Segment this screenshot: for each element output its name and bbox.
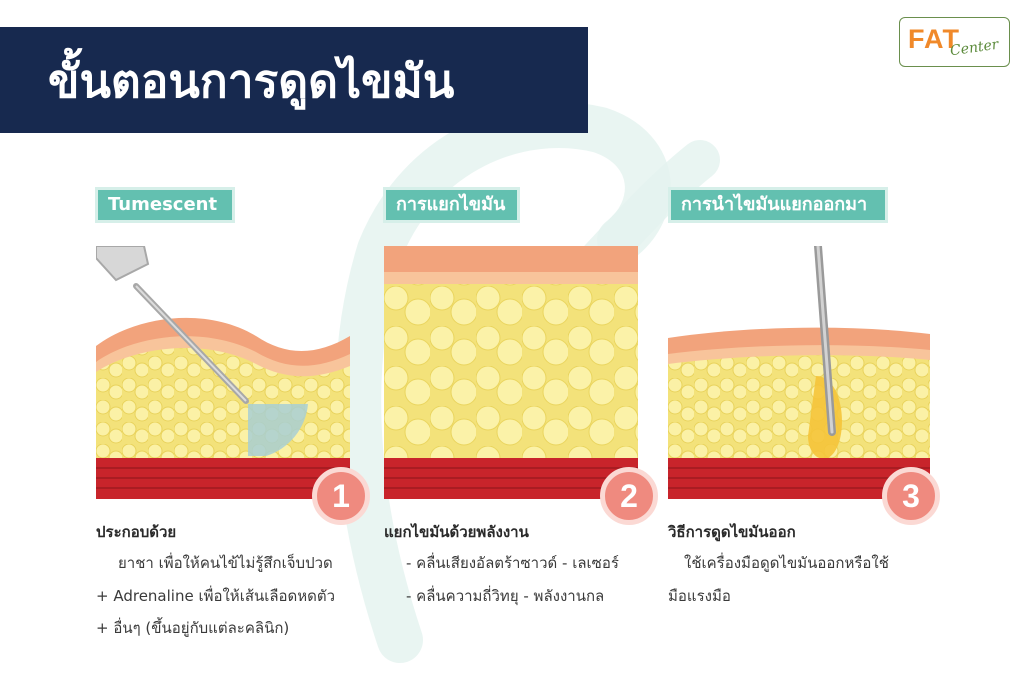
step-3-number-badge: 3: [882, 467, 940, 525]
step-2-line-2: - คลื่นความถี่วิทยุ - พลังงานกล: [406, 587, 605, 605]
step-1-heading: ประกอบด้วย: [96, 523, 177, 541]
step-1-line-1: ยาชา เพื่อให้คนไข้ไม่รู้สึกเจ็บปวด: [118, 554, 333, 572]
logo-brand-text: FAT: [908, 24, 960, 54]
fat-removal-illustration: [668, 246, 930, 499]
step-1-label: Tumescent: [95, 187, 235, 223]
step-3-label: การนำไขมันแยกออกมา: [668, 187, 888, 223]
step-2-heading: แยกไขมันด้วยพลังงาน: [384, 523, 529, 541]
step-2-label: การแยกไขมัน: [383, 187, 520, 223]
step-3-line-2: มือแรงมือ: [668, 587, 731, 605]
tumescent-illustration: [96, 246, 350, 499]
step-2-number-badge: 2: [600, 467, 658, 525]
title-banner: ขั้นตอนการดูดไขมัน: [0, 27, 588, 133]
step-1-line-3: + อื่นๆ (ขึ้นอยู่กับแต่ละคลินิก): [96, 619, 290, 637]
step-1-line-2: + Adrenaline เพื่อให้เส้นเลือดหดตัว: [96, 587, 336, 605]
step-2-line-1: - คลื่นเสียงอัลตร้าซาวด์ - เลเซอร์: [406, 554, 619, 572]
page-title: ขั้นตอนการดูดไขมัน: [48, 54, 455, 108]
step-1-number-badge: 1: [312, 467, 370, 525]
step-3-heading: วิธีการดูดไขมันออก: [668, 523, 796, 541]
fat-separation-illustration: [384, 246, 638, 499]
step-3-line-1: ใช้เครื่องมือดูดไขมันออกหรือใช้: [684, 554, 889, 572]
brand-logo: FAT Center: [899, 17, 1010, 67]
